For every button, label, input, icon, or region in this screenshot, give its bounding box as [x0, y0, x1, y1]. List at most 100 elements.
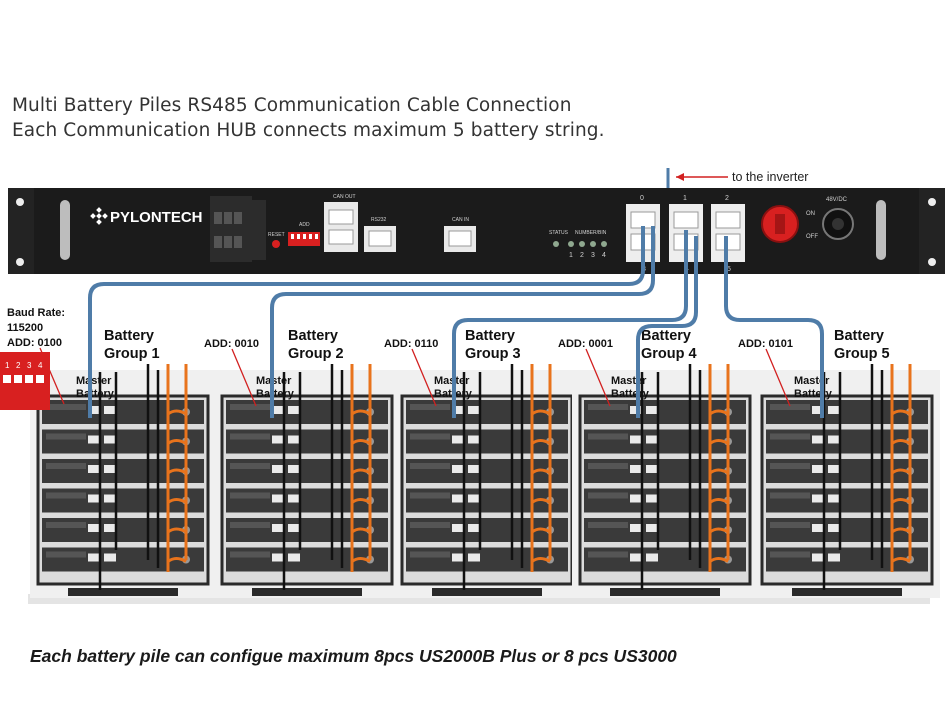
rs485-port[interactable] [715, 211, 741, 229]
rs232-label: RS232 [371, 217, 387, 223]
module-label-plate [230, 433, 270, 440]
module-label-plate [410, 433, 450, 440]
dip-digit: 2 [16, 361, 21, 370]
module-port [272, 435, 284, 444]
screw-icon [928, 198, 936, 206]
number-led-label: 3 [591, 252, 595, 259]
communication-hub: PYLONTECH RESET ADD CAN OUT RS232 CAN IN [8, 188, 945, 274]
module-port [468, 494, 480, 503]
number-led-label: 1 [569, 252, 573, 259]
group-name-line2: Group 1 [104, 346, 160, 362]
power-jumper [531, 439, 551, 445]
power-jumper [709, 409, 729, 416]
module-port [646, 553, 658, 562]
cable-group-4 [636, 236, 698, 418]
group-name-line2: Group 4 [641, 346, 697, 362]
can-in-label: CAN IN [452, 217, 469, 223]
module-port [452, 553, 464, 562]
dip-digit: 4 [38, 361, 43, 370]
module-port [812, 465, 824, 473]
module-port [468, 435, 480, 444]
module-port [272, 553, 284, 562]
module-port [288, 524, 300, 532]
power-jumper [891, 527, 911, 534]
rs485-port[interactable] [673, 211, 699, 229]
number-led-icon [568, 241, 574, 247]
power-jumper [167, 527, 187, 534]
power-jumper [891, 557, 911, 563]
group-name-line2: Group 3 [465, 346, 521, 362]
module-port [272, 406, 284, 414]
inverter-label: to the inverter [732, 170, 808, 184]
module-port [630, 553, 642, 562]
module-port [288, 553, 300, 562]
floor-shadow [28, 594, 930, 604]
port-top-number: 0 [640, 195, 644, 202]
module-label-plate [230, 463, 270, 469]
module-label-plate [230, 551, 270, 558]
group-name-line2: Group 5 [834, 346, 890, 362]
power-jumper [891, 468, 911, 475]
master-label-line1: Master [76, 375, 112, 387]
module-port [812, 494, 824, 503]
add-label: ADD [299, 222, 310, 228]
number-bin-label: NUMBER/BIN [575, 230, 607, 236]
port-bottom-number: 5 [727, 266, 731, 273]
title-line-1: Multi Battery Piles RS485 Communication … [12, 95, 572, 116]
group-address: ADD: 0001 [558, 338, 613, 350]
brand-label: PYLONTECH [110, 209, 203, 226]
connector-pin-icon [832, 218, 844, 230]
rack-foot [68, 588, 178, 596]
module-port [646, 406, 658, 414]
module-label-plate [770, 492, 810, 499]
module-port [468, 465, 480, 473]
power-jumper [531, 498, 551, 504]
module-label-plate [770, 463, 810, 469]
module-label-plate [770, 522, 810, 528]
module-port [104, 465, 116, 473]
cable-group-5 [724, 236, 824, 418]
module-port [104, 435, 116, 444]
module-port [104, 553, 116, 562]
master-label-line1: Master [794, 375, 830, 387]
off-label: OFF [806, 234, 818, 240]
module-port [452, 435, 464, 444]
module-label-plate [46, 463, 86, 469]
module-port [828, 465, 840, 473]
module-port [828, 524, 840, 532]
address-arrow [231, 348, 257, 407]
power-jumper [351, 439, 371, 445]
cable-group-1 [88, 226, 645, 418]
module-label-plate [770, 433, 810, 440]
power-jumper [167, 468, 187, 475]
power-jumper [531, 468, 551, 475]
module-port [646, 524, 658, 532]
reset-button[interactable] [272, 240, 280, 248]
module-port [828, 406, 840, 414]
module-label-plate [588, 492, 628, 499]
group-name-line2: Group 2 [288, 346, 344, 362]
power-jumper [167, 409, 187, 416]
module-port [104, 494, 116, 503]
left-handle-icon [60, 200, 70, 260]
group-name-line1: Battery [465, 328, 515, 344]
reset-label: RESET [268, 232, 285, 238]
power-jumper [709, 527, 729, 534]
group-address: ADD: 0110 [384, 338, 438, 350]
module-label-plate [588, 404, 628, 410]
power-jumper [709, 498, 729, 504]
module-port [828, 435, 840, 444]
pylontech-logo: PYLONTECH [90, 207, 203, 226]
power-jumper [351, 409, 371, 416]
baud-label: Baud Rate: [7, 307, 65, 319]
arrow-head-icon [676, 173, 684, 181]
status-led-icon [553, 241, 559, 247]
module-port [646, 435, 658, 444]
master-label-line2: Battery [794, 388, 833, 400]
module-port [88, 553, 100, 562]
screw-icon [928, 258, 936, 266]
rs485-port[interactable] [630, 211, 656, 229]
group-name-line1: Battery [834, 328, 884, 344]
